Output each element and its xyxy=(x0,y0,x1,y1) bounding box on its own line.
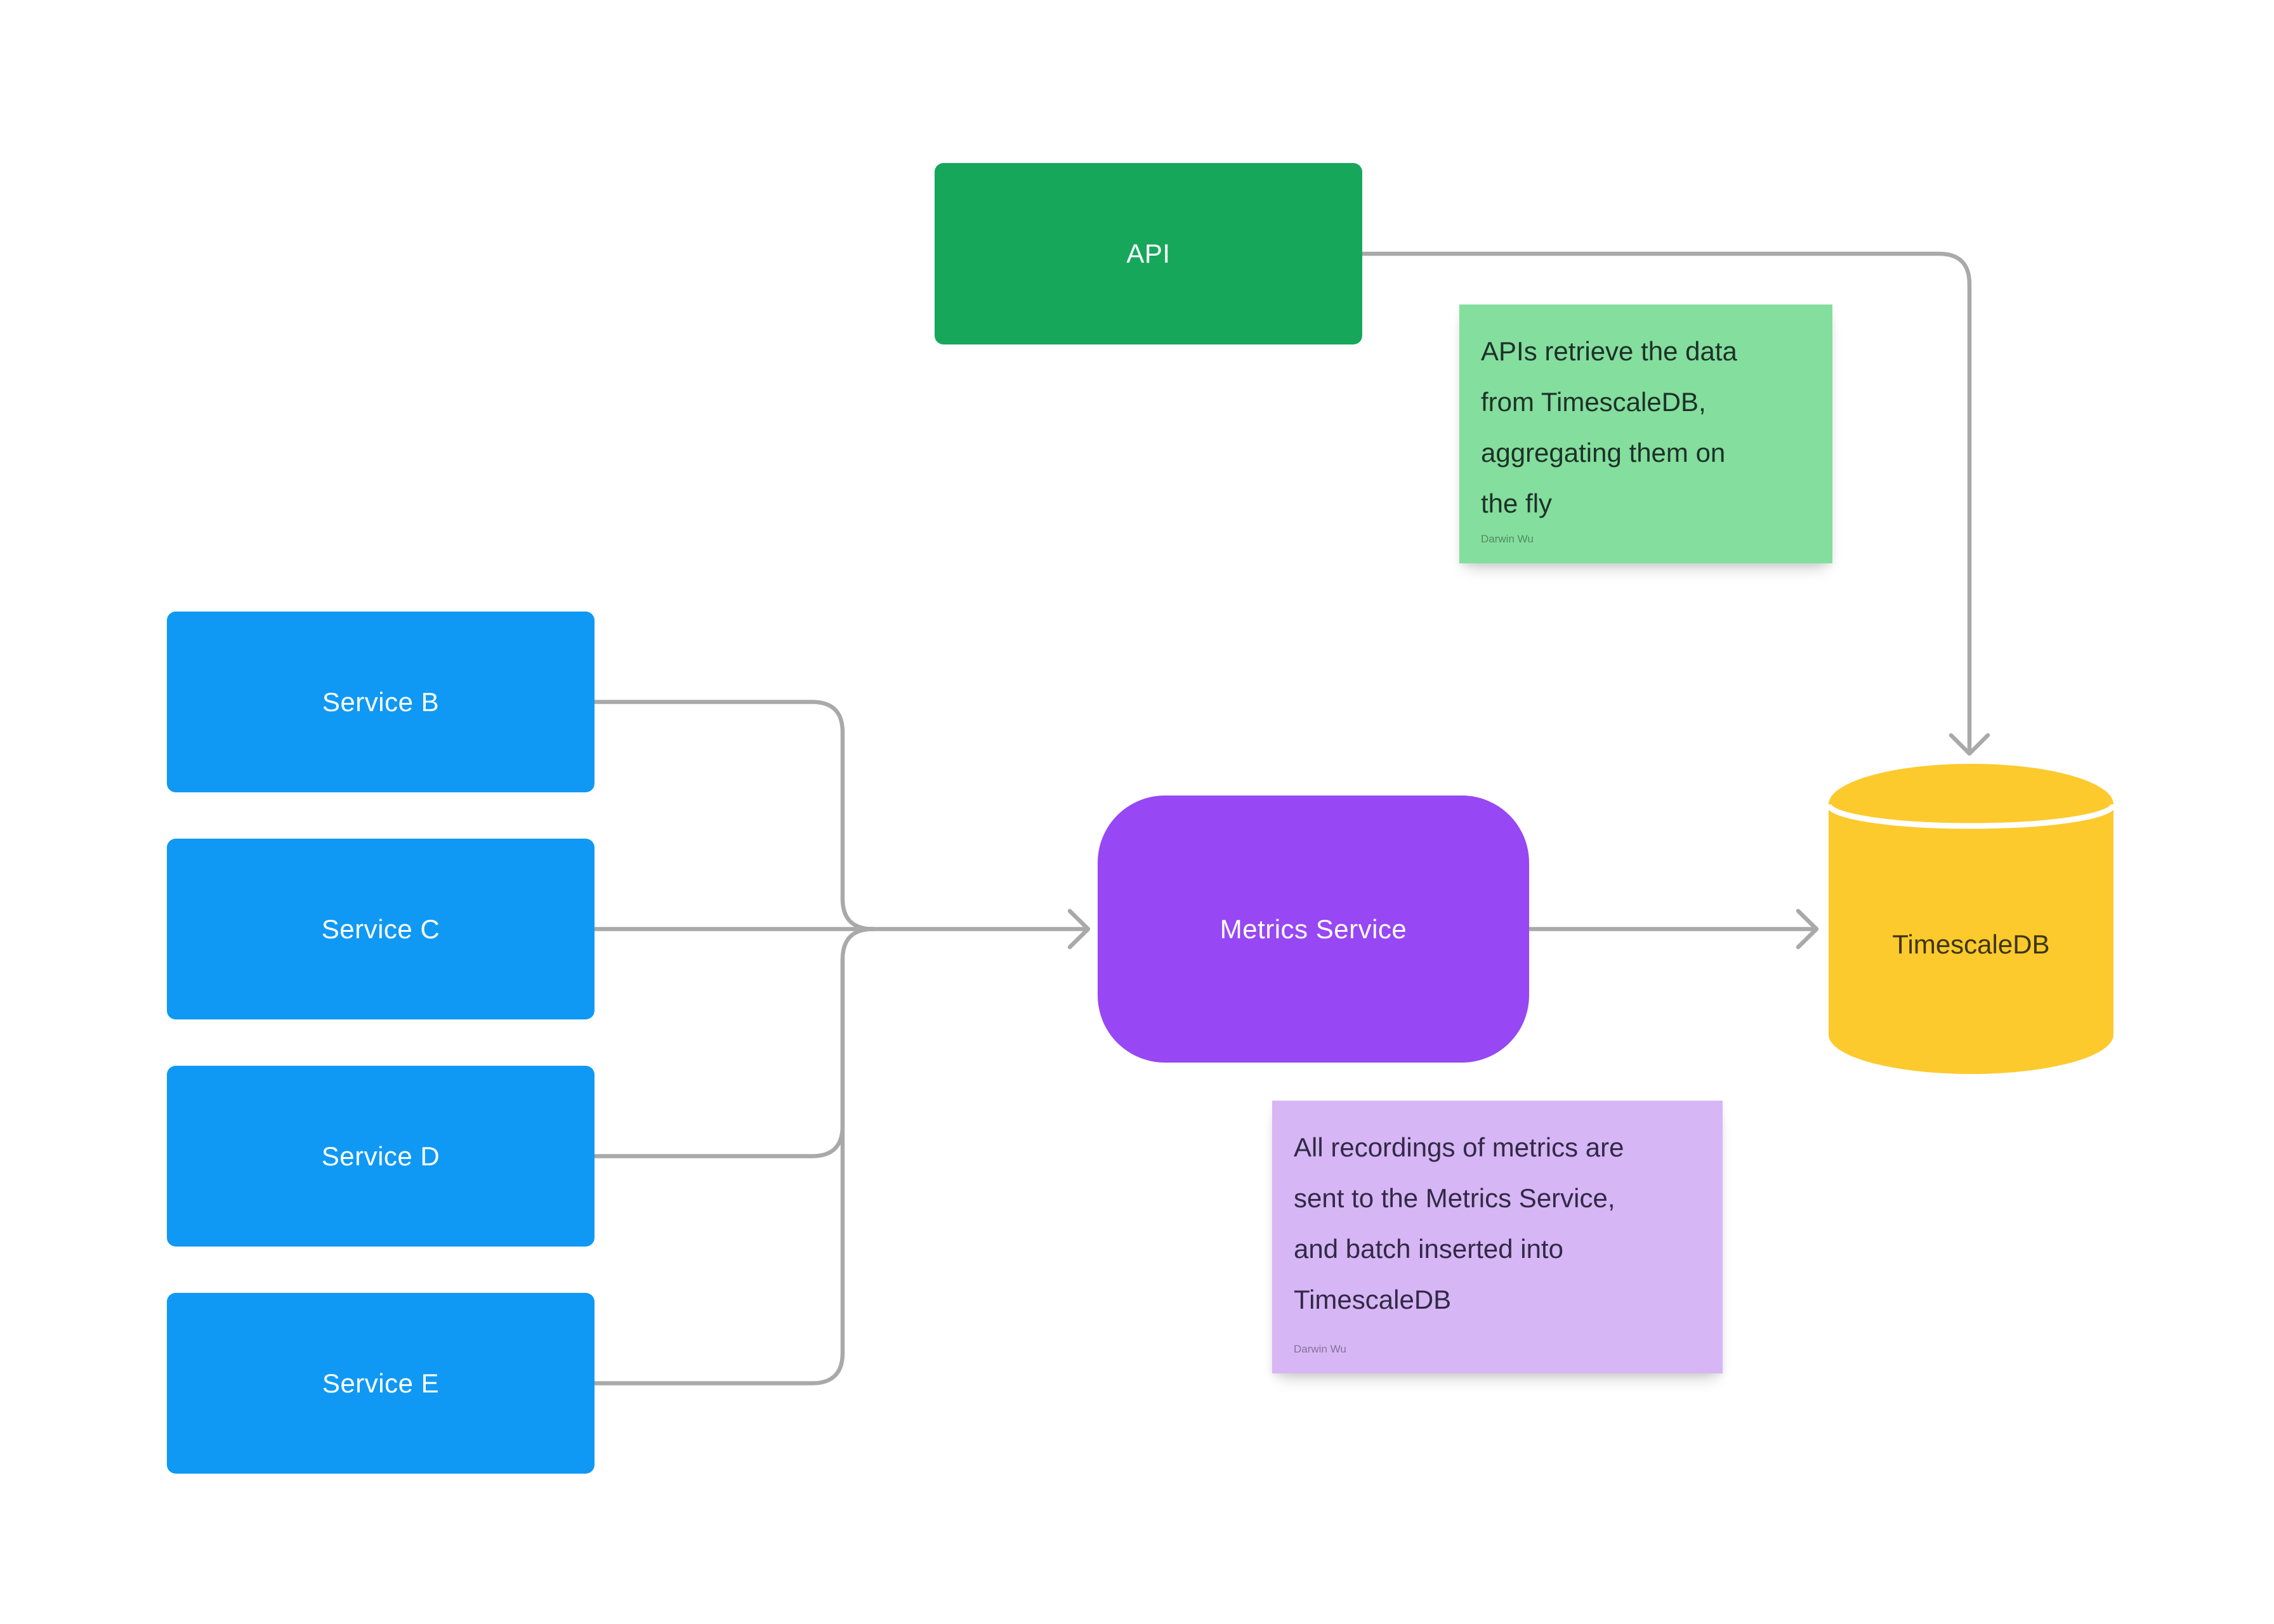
sticky-line: APIs retrieve the data xyxy=(1481,336,1737,366)
node-service-c[interactable]: Service C xyxy=(167,839,595,1019)
node-service-b-label: Service B xyxy=(322,686,440,717)
node-metrics-service[interactable]: Metrics Service xyxy=(1098,796,1529,1063)
timescaledb-label: TimescaleDB xyxy=(1892,929,2050,959)
cylinder-gap-line xyxy=(1825,804,2117,829)
arrowhead-into-metrics xyxy=(1067,908,1091,950)
edge-service-b-to-metrics[interactable] xyxy=(592,700,876,931)
sticky-line: aggregating them on xyxy=(1481,438,1726,468)
node-service-e[interactable]: Service E xyxy=(167,1293,595,1474)
sticky-author: Darwin Wu xyxy=(1294,1343,1346,1355)
arrowhead-into-timescaledb-left xyxy=(1796,908,1819,950)
sticky-line: All recordings of metrics are xyxy=(1294,1132,1624,1162)
node-api-label: API xyxy=(1126,239,1171,268)
cylinder-body xyxy=(1829,804,2113,1074)
sticky-line: and batch inserted into xyxy=(1294,1234,1563,1264)
edge-api-to-timescaledb[interactable] xyxy=(1360,251,1972,752)
sticky-author: Darwin Wu xyxy=(1481,533,1534,545)
node-api[interactable]: API xyxy=(935,163,1362,344)
node-service-b[interactable]: Service B xyxy=(167,612,595,792)
arrowhead-into-timescaledb-top xyxy=(1949,733,1990,756)
node-service-d-label: Service D xyxy=(321,1141,440,1171)
edge-service-e-to-metrics[interactable] xyxy=(592,927,876,1385)
sticky-line: the fly xyxy=(1481,488,1553,518)
sticky-note-api[interactable]: APIs retrieve the data from TimescaleDB,… xyxy=(1459,304,1832,563)
sticky-line: from TimescaleDB, xyxy=(1481,387,1706,417)
node-service-d[interactable]: Service D xyxy=(167,1066,595,1247)
node-service-e-label: Service E xyxy=(322,1368,440,1398)
node-service-c-label: Service C xyxy=(321,914,440,944)
cylinder-top-cap xyxy=(1829,764,2113,845)
edge-service-d-to-metrics[interactable] xyxy=(592,957,845,1158)
sticky-line: sent to the Metrics Service, xyxy=(1294,1183,1615,1213)
node-timescaledb[interactable] xyxy=(1825,764,2117,1074)
sticky-line: TimescaleDB xyxy=(1294,1285,1452,1314)
node-metrics-service-label: Metrics Service xyxy=(1219,914,1407,944)
sticky-note-metrics[interactable]: All recordings of metrics are sent to th… xyxy=(1272,1101,1723,1373)
